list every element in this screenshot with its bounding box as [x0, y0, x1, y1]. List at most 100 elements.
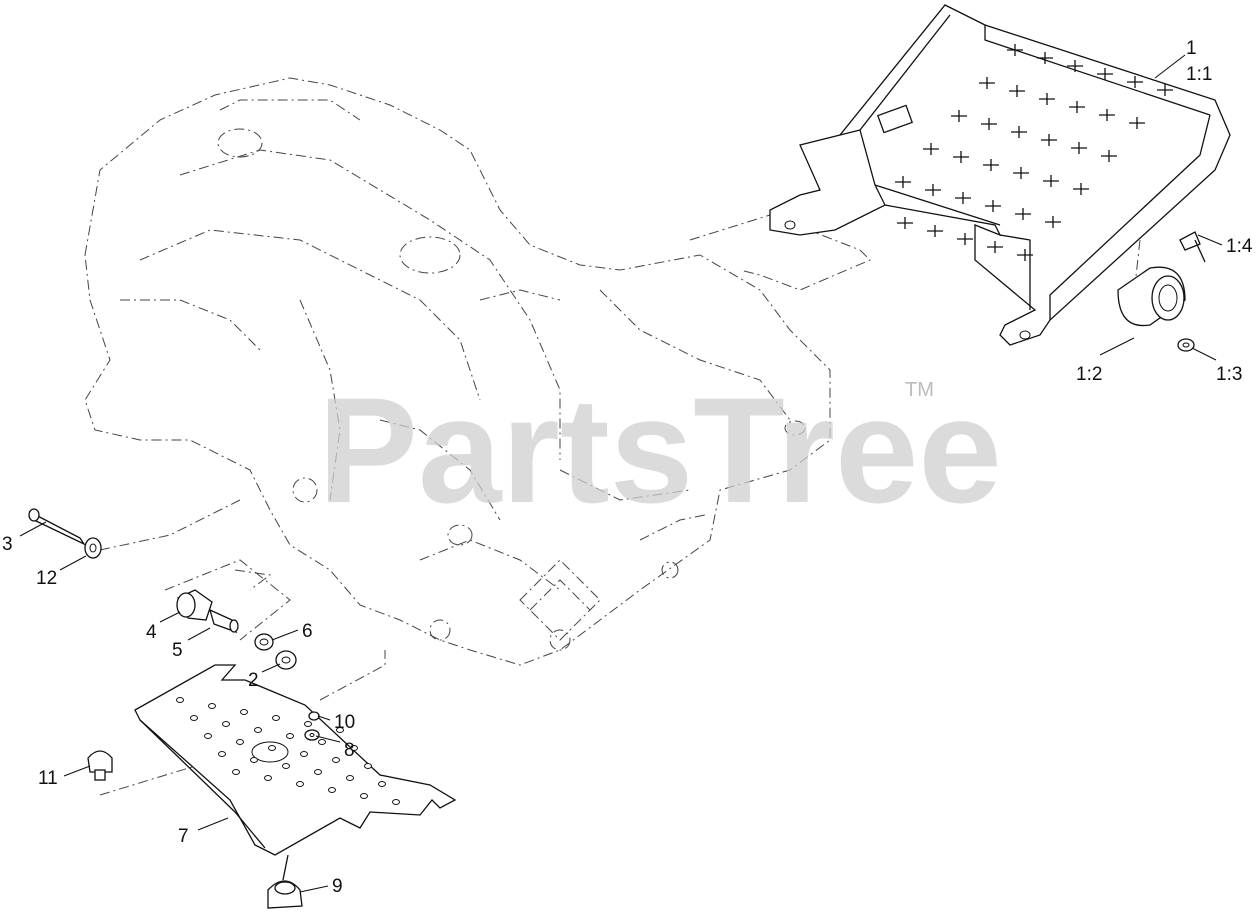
grip-star: [979, 77, 995, 89]
skid-hole: [346, 775, 354, 781]
grip-star: [927, 225, 943, 237]
grip-star: [1099, 109, 1115, 121]
skid-hole: [272, 715, 280, 721]
callout-10: 10: [334, 712, 355, 733]
grip-star: [1015, 208, 1031, 220]
pivot-pin: [1179, 231, 1206, 263]
grip-star: [1017, 249, 1033, 261]
skid-hole: [208, 703, 216, 709]
flat-washer-12: [84, 537, 102, 559]
pivot-nut: [1177, 338, 1195, 352]
grip-star: [953, 151, 969, 163]
callout-1-4: 1:4: [1226, 236, 1253, 257]
skid-hole: [268, 745, 276, 751]
skid-hole: [318, 739, 326, 745]
grip-star: [1127, 76, 1143, 88]
leader-lines: [19, 54, 1223, 893]
grip-pattern: [895, 44, 1173, 261]
grip-star: [987, 241, 1003, 253]
skid-hole: [378, 781, 386, 787]
grip-star: [1011, 126, 1027, 138]
grip-star: [983, 159, 999, 171]
skid-hole: [314, 769, 322, 775]
knob-9: [267, 854, 303, 909]
skid-hole: [328, 787, 336, 793]
grip-star: [1009, 85, 1025, 97]
mower-frame-phantom: [84, 77, 831, 666]
grip-star: [957, 233, 973, 245]
skid-hole: [254, 727, 262, 733]
callout-11: 11: [38, 768, 58, 789]
skid-hole: [240, 709, 248, 715]
knob-11: [87, 750, 113, 781]
nut-2: [275, 650, 297, 670]
grip-star: [951, 110, 967, 122]
grip-star: [981, 118, 997, 130]
grip-star: [1013, 167, 1029, 179]
grip-star: [1073, 183, 1089, 195]
grip-star: [897, 217, 913, 229]
grip-star: [1101, 150, 1117, 162]
foot-rest-plate: [769, 4, 1231, 346]
grip-star: [1043, 175, 1059, 187]
skid-hole: [176, 697, 184, 703]
callout-4: 4: [146, 622, 157, 643]
callout-9: 9: [332, 876, 343, 897]
grip-star: [1157, 84, 1173, 96]
skid-hole: [336, 727, 344, 733]
callout-6: 6: [302, 621, 313, 642]
skid-hole: [350, 745, 358, 751]
callout-1-1: 1:1: [1186, 64, 1212, 85]
grip-star: [1129, 117, 1145, 129]
grip-star: [1045, 216, 1061, 228]
grip-star: [1067, 60, 1083, 72]
skid-plate: [134, 664, 457, 856]
spacer-5: [208, 608, 239, 634]
skid-hole: [190, 715, 198, 721]
grip-star: [895, 176, 911, 188]
skid-hole: [282, 763, 290, 769]
callout-1: 1: [1186, 38, 1197, 59]
skid-plate-holes: [176, 697, 400, 805]
callout-2: 2: [248, 670, 259, 691]
lock-nut-10: [308, 711, 320, 721]
grip-star: [955, 192, 971, 204]
skid-hole: [286, 733, 294, 739]
skid-hole: [204, 733, 212, 739]
grip-star: [985, 200, 1001, 212]
watermark-text: PartsTree: [318, 366, 1002, 534]
washer-8: [304, 729, 320, 741]
callout-1-3: 1:3: [1216, 364, 1242, 385]
skid-hole: [232, 769, 240, 775]
skid-hole: [222, 721, 230, 727]
grip-star: [1037, 52, 1053, 64]
skid-hole: [300, 751, 308, 757]
skid-hole: [296, 781, 304, 787]
callout-1-2: 1:2: [1076, 364, 1102, 385]
callout-12: 12: [36, 568, 57, 589]
skid-hole: [218, 751, 226, 757]
skid-hole: [364, 763, 372, 769]
grip-star: [925, 184, 941, 196]
watermark-trademark: TM: [905, 379, 934, 401]
skid-hole: [264, 775, 272, 781]
skid-hole: [392, 799, 400, 805]
grip-star: [1041, 134, 1057, 146]
skid-hole: [250, 757, 258, 763]
grip-star: [923, 143, 939, 155]
callout-labels: 1 1:1 1:4 1:2 1:3 3 12 4 5 6 2 10 8 11 7…: [2, 38, 1253, 897]
grip-star: [1071, 142, 1087, 154]
grip-star: [1007, 44, 1023, 56]
bushing-6: [254, 633, 274, 651]
skid-hole: [360, 793, 368, 799]
grip-star: [1039, 93, 1055, 105]
clevis-pin: [28, 508, 86, 546]
skid-hole: [332, 757, 340, 763]
grip-star: [1097, 68, 1113, 80]
pivot-bushing: [1117, 266, 1186, 327]
callout-7: 7: [178, 826, 189, 847]
bushing-4: [176, 589, 213, 621]
skid-hole: [304, 721, 312, 727]
